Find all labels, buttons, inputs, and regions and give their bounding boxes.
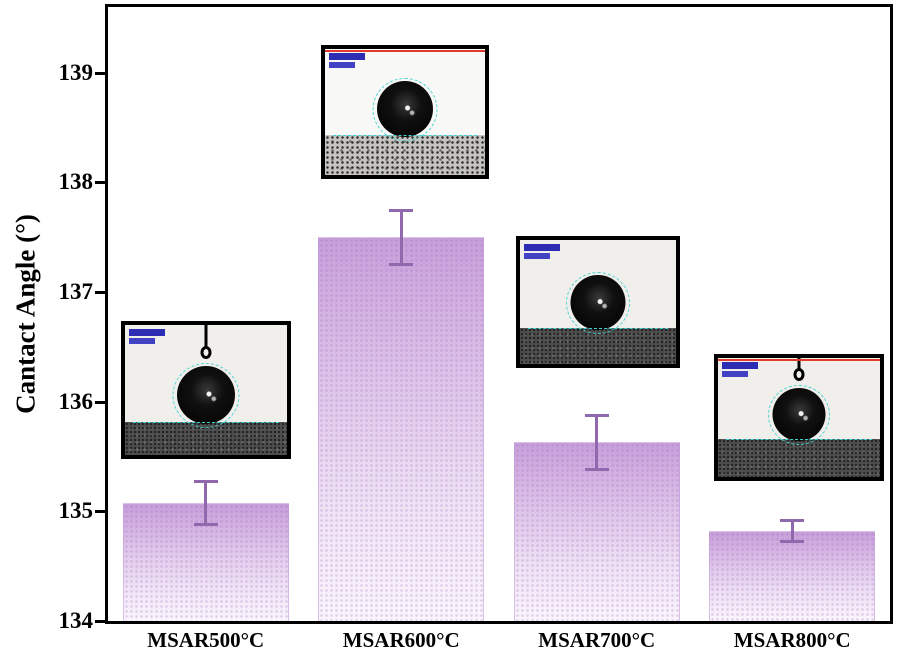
bar-MSAR600°C: [318, 237, 485, 621]
error-bar-cap-bottom: [584, 467, 609, 471]
error-bar-cap-bottom: [780, 540, 805, 544]
error-bar: [204, 480, 208, 525]
baseline-dashed-line: [333, 135, 477, 136]
x-axis-label: MSAR800°C: [733, 628, 851, 652]
droplet-area: [325, 49, 485, 141]
y-tick-label: 137: [58, 279, 94, 305]
error-bar-cap-top: [389, 208, 414, 212]
baseline-dashed-line: [133, 422, 279, 423]
droplet-highlight: [401, 102, 417, 117]
baseline-dashed-line: [726, 439, 872, 440]
substrate-surface: [718, 439, 880, 477]
camera-info-row: [524, 244, 560, 251]
y-tick-mark: [95, 620, 105, 623]
y-tick-mark: [95, 181, 105, 185]
contact-angle-contour: [566, 272, 630, 334]
y-tick-mark: [95, 510, 105, 514]
error-bar-cap-top: [193, 479, 218, 483]
error-bar-cap-bottom: [193, 522, 218, 526]
droplet-photo-msar500: [121, 321, 291, 459]
camera-info-row: [329, 62, 355, 68]
x-axis-label: MSAR700°C: [538, 628, 656, 652]
error-bar-cap-top: [584, 413, 609, 417]
camera-red-line: [718, 359, 880, 361]
substrate-surface: [520, 328, 676, 364]
y-tick-label: 135: [58, 498, 94, 524]
droplet-highlight: [795, 408, 810, 422]
camera-red-line: [325, 50, 485, 52]
camera-info-row: [129, 329, 165, 336]
y-tick-label: 134: [58, 608, 94, 633]
y-tick-mark: [95, 400, 105, 404]
droplet: [177, 366, 235, 424]
bar-MSAR800°C: [709, 531, 876, 621]
y-tick-mark: [95, 71, 105, 75]
camera-info-row: [329, 53, 365, 60]
camera-info-label: [524, 244, 560, 259]
camera-info-row: [129, 338, 155, 344]
droplet: [772, 388, 826, 441]
y-tick-label: 139: [58, 59, 94, 85]
error-bar: [790, 520, 794, 543]
y-tick-mark: [95, 291, 105, 295]
droplet-photo-msar700: [516, 236, 680, 368]
y-tick-label: 136: [58, 388, 94, 414]
camera-info-label: [129, 329, 165, 344]
error-bar-cap-bottom: [389, 262, 414, 266]
x-axis-label: MSAR600°C: [342, 628, 460, 652]
baseline-dashed-line: [527, 328, 669, 329]
droplet: [377, 81, 433, 137]
camera-info-row: [524, 253, 550, 259]
contact-angle-contour: [172, 363, 240, 428]
droplet-area: [520, 240, 676, 334]
x-axis-label: MSAR500°C: [147, 628, 265, 652]
contact-angle-contour: [768, 385, 830, 445]
plot-area: [105, 4, 893, 624]
dosing-needle: [797, 358, 801, 370]
needle-tip-ring: [793, 368, 805, 381]
bar-MSAR700°C: [513, 442, 680, 621]
substrate-surface: [325, 135, 485, 175]
droplet-area: [125, 325, 287, 428]
y-axis-title: Cantact Angle (°): [10, 214, 41, 414]
camera-info-row: [722, 371, 748, 377]
camera-info-label: [329, 53, 365, 68]
y-tick-label: 138: [58, 169, 94, 195]
droplet-photo-msar600: [321, 45, 489, 179]
needle-tip-ring: [200, 346, 212, 359]
error-bar: [399, 209, 403, 265]
error-bar-cap-top: [780, 519, 805, 523]
camera-info-row: [722, 362, 758, 369]
droplet-highlight: [594, 295, 609, 311]
droplet-photo-msar800: [714, 354, 884, 481]
camera-info-label: [722, 362, 758, 377]
error-bar: [595, 414, 599, 470]
droplet-area: [718, 358, 880, 445]
contact-angle-contour: [372, 78, 438, 141]
droplet-highlight: [202, 388, 218, 404]
dosing-needle: [204, 325, 208, 348]
droplet: [570, 275, 626, 330]
